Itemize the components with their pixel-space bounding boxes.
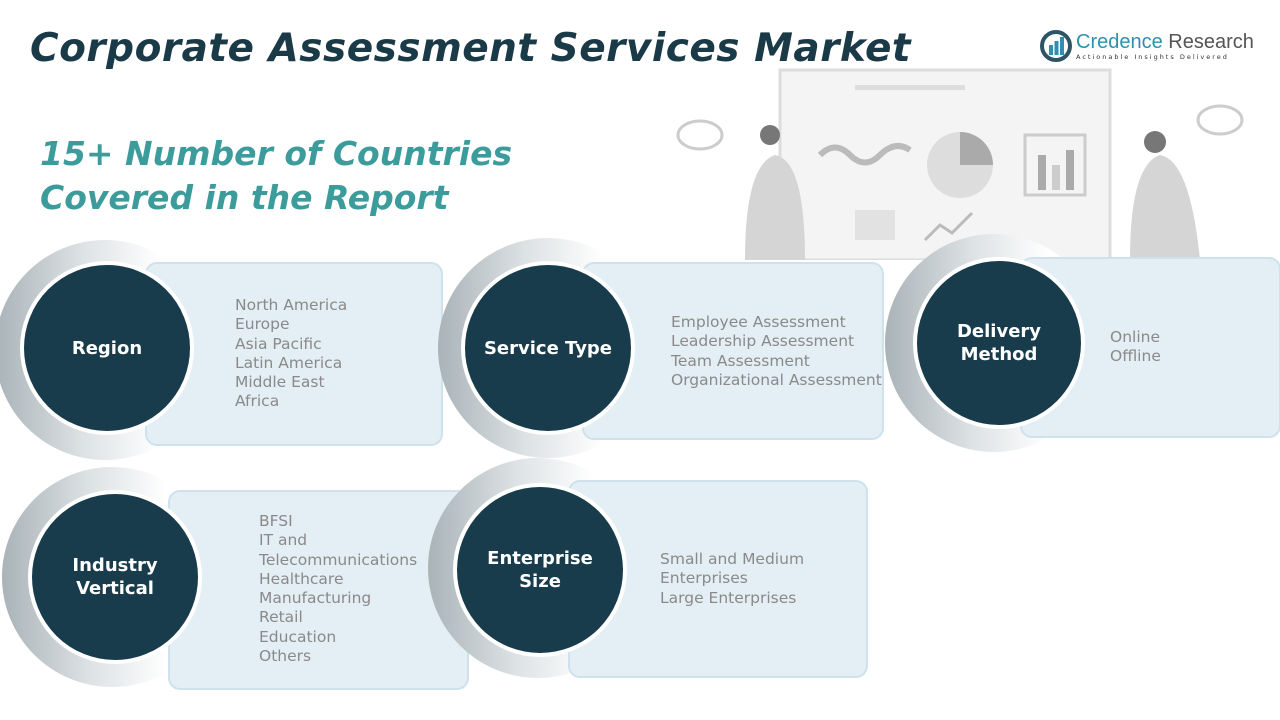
list-item: Manufacturing <box>259 589 372 608</box>
delivery-label-2: Method <box>960 344 1038 365</box>
list-item: Middle East <box>235 373 325 392</box>
service-type-circle: Service Type <box>461 261 635 435</box>
list-item: Online <box>1110 328 1160 346</box>
service-type-list: Employee Assessment Leadership Assessmen… <box>671 313 882 390</box>
enterprise-size-list: Small and Medium Enterprises Large Enter… <box>660 550 804 608</box>
service-type-label: Service Type <box>483 337 613 359</box>
credence-research-logo: Credence Research Actionable Insights De… <box>1040 30 1254 62</box>
subtitle-line2: Covered in the Report <box>40 178 449 217</box>
industry-label-1: Industry <box>72 555 158 576</box>
list-item: Others <box>259 647 312 666</box>
presentation-illustration <box>676 68 1244 260</box>
subtitle-line1: 15+ Number of Countries <box>40 134 513 173</box>
list-item: Asia Pacific <box>235 334 322 353</box>
list-item: Offline <box>1110 347 1161 366</box>
list-item: Africa <box>235 392 280 411</box>
delivery-label-1: Delivery <box>956 321 1042 342</box>
logo-name-2: Research <box>1162 31 1254 53</box>
list-item: Employee Assessment <box>671 313 846 331</box>
list-item: Telecommunications <box>259 550 418 569</box>
list-item: IT and <box>259 531 308 550</box>
list-item: Team Assessment <box>671 351 810 370</box>
delivery-method-list: Online Offline <box>1110 328 1161 367</box>
region-list: North America Europe Asia Pacific Latin … <box>235 296 347 412</box>
list-item: Enterprises <box>660 569 748 588</box>
industry-label-2: Vertical <box>76 578 154 599</box>
region-label: Region <box>71 337 143 359</box>
list-item: Retail <box>259 608 303 627</box>
list-item: Organizational Assessment <box>671 370 882 389</box>
industry-vertical-list: BFSI IT and Telecommunications Healthcar… <box>259 512 417 666</box>
enterprise-label-2: Size <box>519 571 561 592</box>
list-item: Leadership Assessment <box>671 332 855 351</box>
enterprise-label-1: Enterprise <box>487 548 593 569</box>
list-item: Europe <box>235 315 290 334</box>
list-item: Small and Medium <box>660 550 805 568</box>
subtitle: 15+ Number of Countries Covered in the R… <box>40 132 512 220</box>
list-item: Healthcare <box>259 569 344 588</box>
list-item: Latin America <box>235 353 343 372</box>
list-item: Large Enterprises <box>660 588 797 607</box>
logo-name-1: Credence <box>1076 31 1163 53</box>
logo-tagline: Actionable Insights Delivered <box>1076 53 1229 61</box>
list-item: North America <box>235 296 348 314</box>
page-title: Corporate Assessment Services Market <box>30 26 912 71</box>
region-circle: Region <box>20 261 194 435</box>
logo-icon <box>1040 30 1072 62</box>
list-item: BFSI <box>259 512 293 530</box>
list-item: Education <box>259 627 337 646</box>
